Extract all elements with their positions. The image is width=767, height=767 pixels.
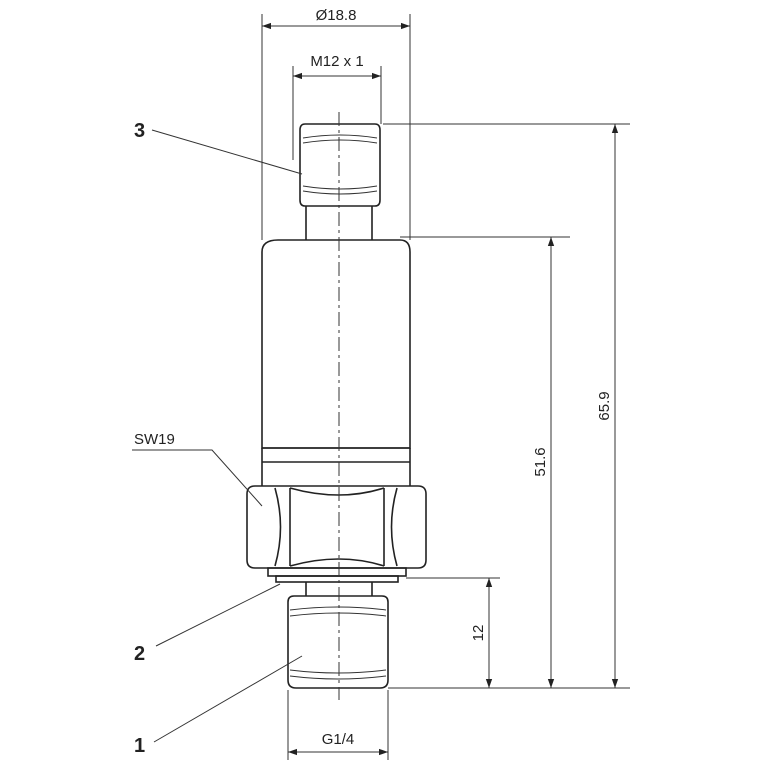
wrench-size-label: SW19 [134, 431, 175, 448]
outer-diameter-label: Ø18.8 [316, 7, 357, 24]
height-body-label: 51.6 [532, 447, 549, 476]
dimension-height-total: 65.9 [596, 124, 619, 688]
process-thread-label: G1/4 [322, 731, 355, 748]
dimension-connector-thread: M12 x 1 [292, 53, 382, 160]
callout-1-number: 1 [134, 735, 145, 757]
callout-2: 2 [134, 583, 281, 665]
seal-ring [267, 567, 407, 583]
dimension-process-thread: G1/4 [287, 690, 389, 760]
callout-2-number: 2 [134, 643, 145, 665]
sensor-outline [246, 112, 427, 700]
dimension-height-thread: 12 [470, 578, 493, 688]
process-connection [287, 582, 389, 689]
dimension-outer-diameter: Ø18.8 [261, 7, 411, 240]
height-total-label: 65.9 [596, 391, 613, 420]
main-body [261, 239, 411, 486]
callout-3-number: 3 [134, 120, 145, 142]
hex-nut [246, 485, 427, 569]
connector-head [299, 123, 381, 240]
callout-1: 1 [134, 655, 303, 757]
height-thread-label: 12 [470, 625, 487, 642]
dimension-height-body: 51.6 [532, 237, 555, 688]
connector-thread-label: M12 x 1 [310, 53, 363, 70]
wrench-size-callout: SW19 [132, 431, 263, 507]
callout-3: 3 [134, 120, 303, 175]
